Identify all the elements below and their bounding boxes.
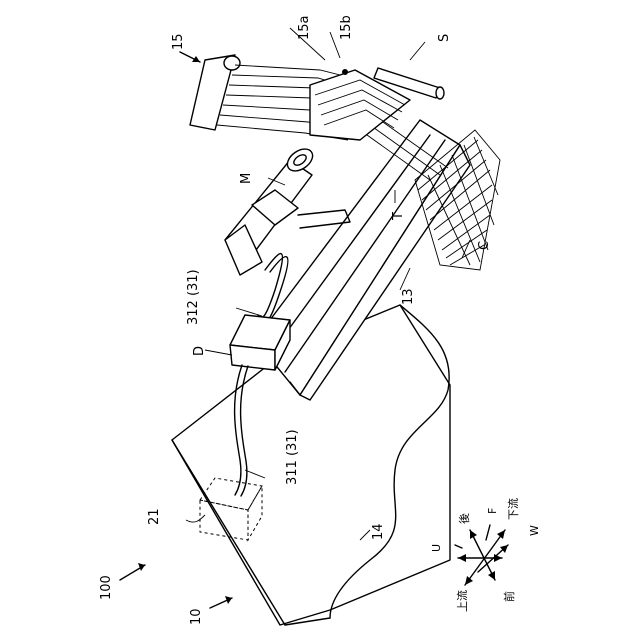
compass-upstream: 上流 [455,590,469,612]
label-thread: T [391,212,406,221]
label-cable-upper: 312 (31) [186,269,201,325]
label-feeder: 15 [171,33,186,50]
label-feeder-b: 15b [339,15,354,40]
label-rail: 13 [401,288,416,305]
label-cloth: C [477,241,492,250]
label-base: 10 [189,608,204,625]
label-motor: M [239,173,254,184]
direction-compass [455,525,508,585]
label-feeder-a: 15a [297,15,312,40]
label-shaft: S [437,34,452,42]
label-driver: D [192,346,207,356]
compass-up: U [430,544,443,552]
compass-downstream: 下流 [506,498,520,520]
compass-back: 後 [457,513,471,524]
label-controller: 21 [147,508,162,525]
label-cable-lower: 311 (31) [285,429,300,485]
label-frame: 14 [371,523,386,540]
compass-forward: F [486,508,499,514]
compass-front: 前 [502,591,516,602]
reference-arrows [120,52,232,608]
compass-width: W [528,525,541,536]
label-machine: 100 [99,575,114,600]
feeder-unit [190,55,410,140]
